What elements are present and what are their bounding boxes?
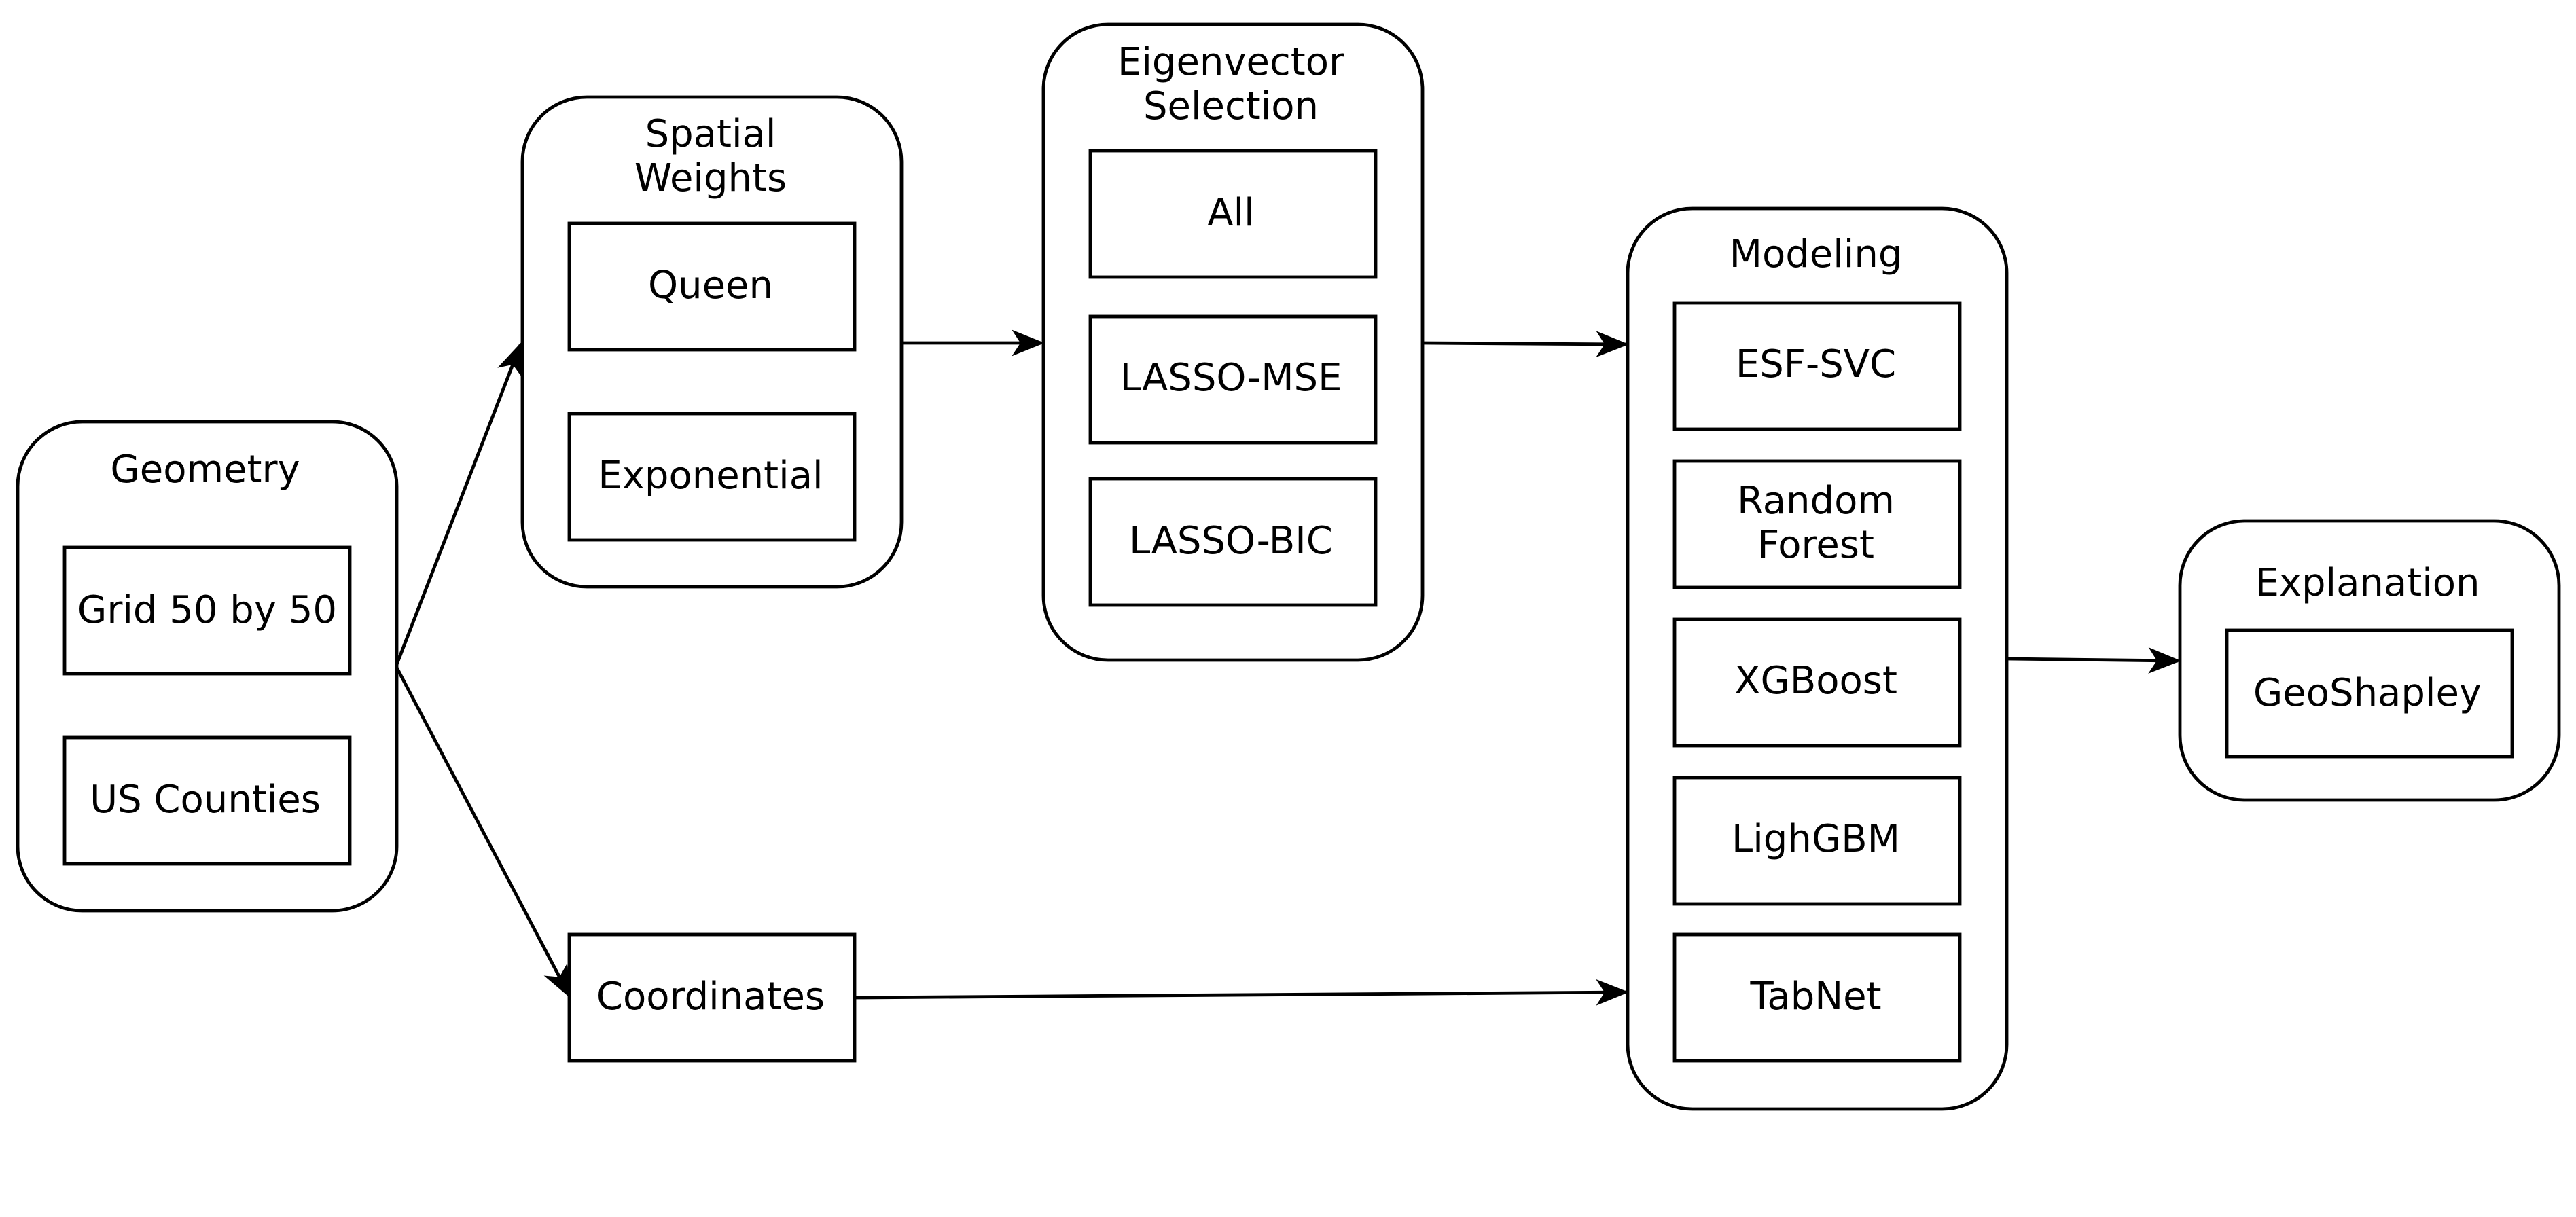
svg-text:LASSO-MSE: LASSO-MSE [1120, 356, 1342, 400]
svg-text:ESF-SVC: ESF-SVC [1736, 342, 1896, 386]
svg-text:LASSO-BIC: LASSO-BIC [1129, 519, 1333, 563]
svg-text:Coordinates: Coordinates [596, 975, 825, 1019]
node-lasso-bic[interactable]: LASSO-BIC [1088, 477, 1378, 607]
edge-modeling-to-explanation [2006, 647, 2181, 674]
edge-geometry-to-coordinates [394, 665, 571, 999]
node-tabnet[interactable]: TabNet [1672, 932, 1962, 1063]
svg-text:US Counties: US Counties [90, 778, 321, 822]
group-eigenvector-selection-title-line-2: Selection [1143, 84, 1319, 128]
group-explanation: Explanation GeoShapley [2178, 519, 2561, 802]
svg-text:Queen: Queen [648, 264, 773, 308]
node-esf-svc[interactable]: ESF-SVC [1672, 301, 1962, 431]
group-eigenvector-selection: Eigenvector Selection All LASSO-MSE LASS… [1041, 22, 1425, 662]
group-explanation-title: Explanation [2255, 561, 2480, 605]
svg-text:Grid 50 by 50: Grid 50 by 50 [77, 588, 337, 632]
node-lasso-mse[interactable]: LASSO-MSE [1088, 314, 1378, 445]
node-exponential[interactable]: Exponential [567, 412, 857, 542]
svg-text:GeoShapley: GeoShapley [2253, 671, 2482, 715]
node-grid-50-by-50[interactable]: Grid 50 by 50 [62, 545, 352, 676]
svg-text:Forest: Forest [1757, 523, 1874, 567]
svg-text:TabNet: TabNet [1749, 975, 1881, 1019]
group-geometry-title: Geometry [110, 448, 300, 492]
edge-eigenvector-selection-to-modeling [1421, 331, 1629, 358]
svg-text:Random: Random [1737, 479, 1895, 523]
svg-text:Exponential: Exponential [598, 454, 823, 498]
edge-coordinates-to-modeling [854, 979, 1629, 1006]
node-us-counties[interactable]: US Counties [62, 735, 352, 866]
node-lighgbm[interactable]: LighGBM [1672, 776, 1962, 906]
group-spatial-weights: Spatial Weights Queen Exponential [520, 95, 904, 589]
svg-text:LighGBM: LighGBM [1732, 817, 1900, 861]
node-all[interactable]: All [1088, 149, 1378, 279]
svg-text:XGBoost: XGBoost [1734, 659, 1897, 703]
node-queen[interactable]: Queen [567, 221, 857, 352]
node-random-forest[interactable]: Random Forest [1672, 459, 1962, 589]
group-modeling: Modeling ESF-SVC Random Forest XGBoost L… [1626, 206, 2009, 1111]
group-eigenvector-selection-title-line-1: Eigenvector [1117, 40, 1345, 84]
node-geoshapley[interactable]: GeoShapley [2225, 628, 2514, 759]
group-spatial-weights-title-line-1: Spatial [645, 112, 776, 156]
group-modeling-title: Modeling [1730, 232, 1903, 276]
node-coordinates[interactable]: Coordinates [567, 932, 857, 1063]
svg-text:All: All [1207, 191, 1254, 235]
group-spatial-weights-title-line-2: Weights [634, 156, 787, 200]
edge-geometry-to-spatial-weights [394, 342, 522, 667]
group-geometry: Geometry Grid 50 by 50 US Counties [16, 420, 399, 913]
node-xgboost[interactable]: XGBoost [1672, 617, 1962, 748]
